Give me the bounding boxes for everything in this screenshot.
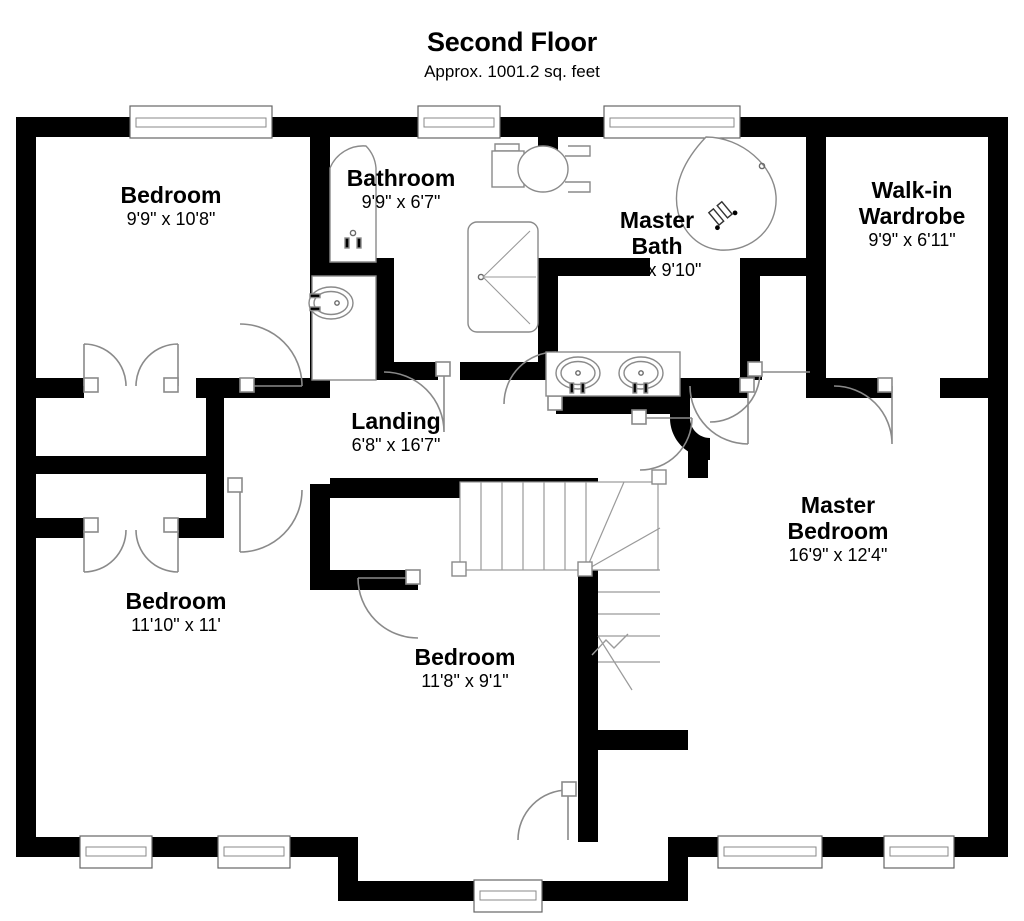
door-bedroom-centre-top <box>357 569 421 639</box>
doors <box>83 323 893 841</box>
fixtures <box>308 136 777 691</box>
window-top-left <box>129 105 273 139</box>
window-bottom-left-b <box>217 835 291 869</box>
window-bottom-left-a <box>79 835 153 869</box>
door-wardrobe-lobby <box>709 361 810 423</box>
window-master-bath <box>603 105 741 139</box>
corner-bathtub-icon <box>675 136 777 251</box>
window-bathroom <box>417 105 501 139</box>
sink-basin-icon <box>308 275 377 381</box>
door-closet-lower <box>83 517 179 573</box>
window-bottom-centre <box>473 879 543 913</box>
door-lower-right <box>517 781 577 841</box>
window-master-b <box>883 835 955 869</box>
door-wardrobe <box>689 377 755 445</box>
door-bedroom-top-left <box>239 323 303 393</box>
door-closet-upper <box>83 343 179 393</box>
shower-icon <box>467 221 539 333</box>
toilet-icon <box>491 143 591 193</box>
windows <box>79 105 955 913</box>
door-bedroom-bottom-left <box>227 477 303 553</box>
bathtub-icon <box>329 145 377 263</box>
double-sink-vanity-icon <box>545 351 681 397</box>
door-bathroom <box>383 361 451 433</box>
door-master-bedroom <box>833 377 893 445</box>
window-master-a <box>717 835 823 869</box>
staircase-icon <box>451 469 667 691</box>
door-landing-stair <box>631 409 693 471</box>
